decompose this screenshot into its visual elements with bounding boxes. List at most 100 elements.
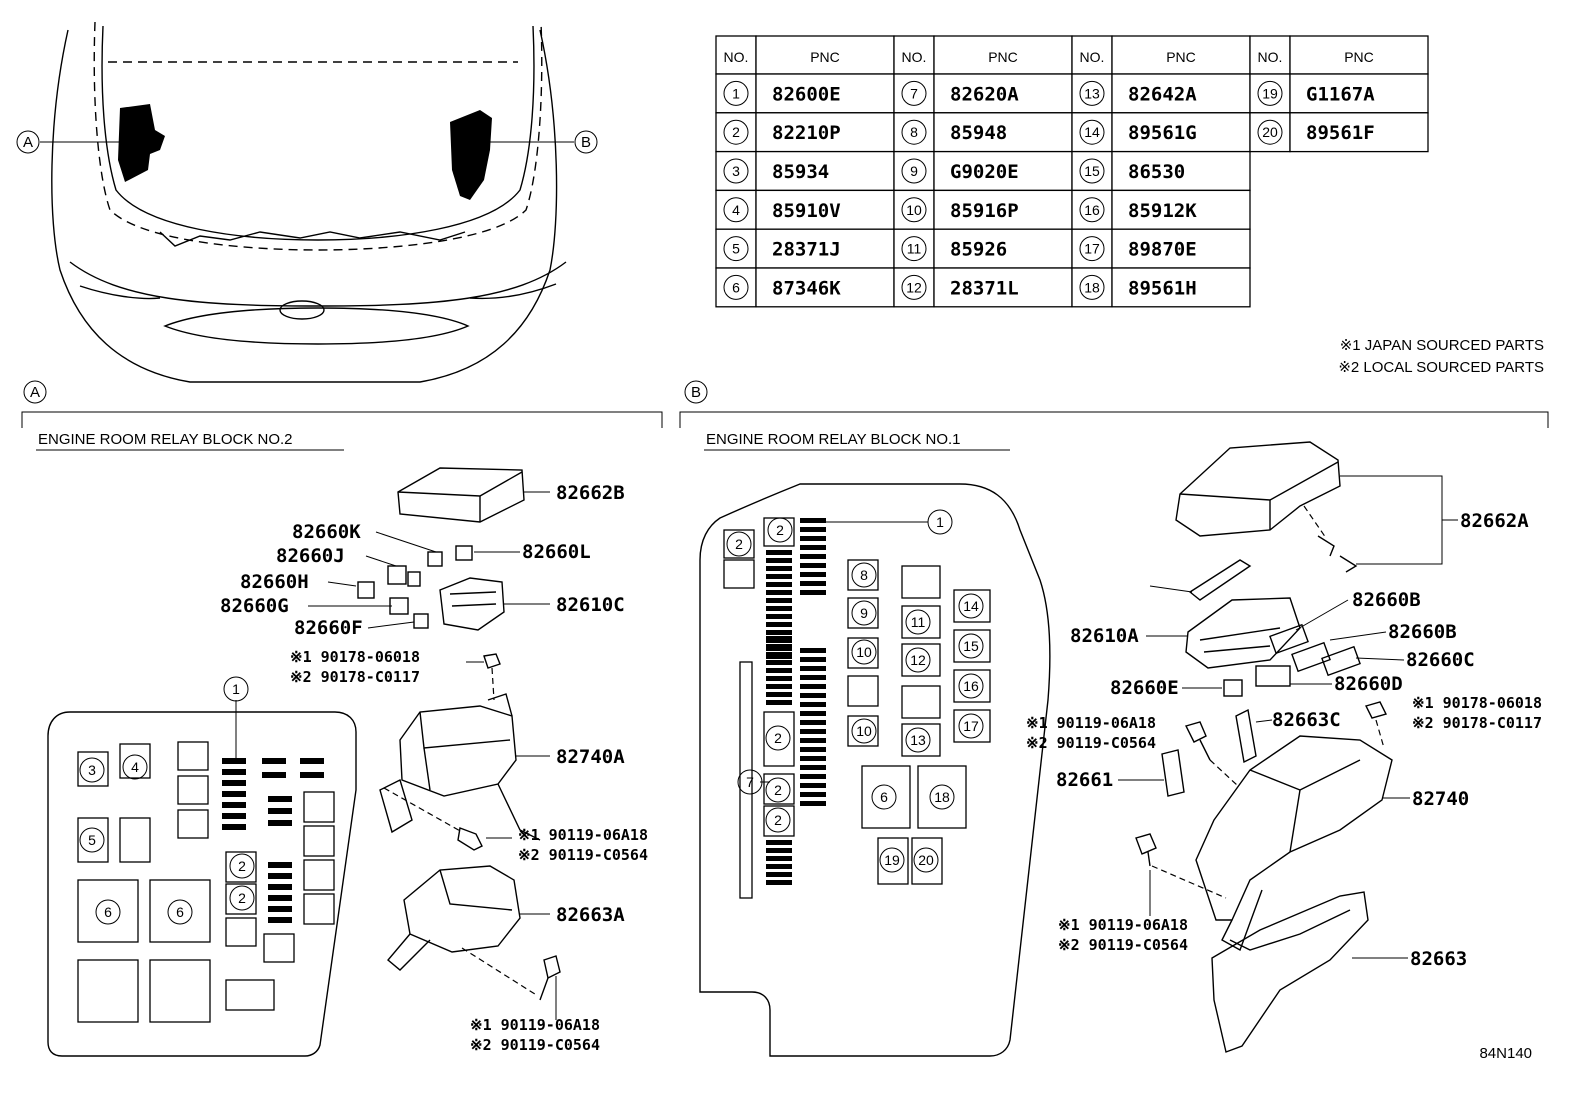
fuse-label: 3 <box>79 757 105 783</box>
svg-text:B: B <box>691 384 701 401</box>
header-no: NO. <box>1080 49 1105 65</box>
fuse-bar <box>766 660 792 665</box>
svg-text:2: 2 <box>776 522 784 538</box>
row-no: 10 <box>906 202 922 218</box>
svg-text:6: 6 <box>104 904 112 920</box>
svg-text:11: 11 <box>911 614 926 630</box>
fuse-bar <box>766 636 792 641</box>
table-header-2: NO.PNC <box>893 35 1073 75</box>
row-no: 20 <box>1262 124 1278 140</box>
svg-text:1: 1 <box>936 514 944 530</box>
fuse-bar <box>300 758 324 764</box>
fuse-bar <box>268 917 292 923</box>
svg-text:2: 2 <box>774 782 782 798</box>
fuse-label: 8 <box>851 562 877 588</box>
fuse-label: 6 <box>871 784 897 810</box>
section-a-bracket <box>21 411 663 428</box>
row-pnc: 85934 <box>772 161 829 183</box>
pnc-82663: 82663 <box>1410 948 1467 970</box>
fuse-label: 1 <box>223 676 249 702</box>
row-no: 6 <box>732 279 740 295</box>
row-pnc: 82642A <box>1128 83 1197 105</box>
fuse-label: 6 <box>167 899 193 925</box>
fuse-bar <box>766 652 792 657</box>
fuse-bar <box>766 880 792 885</box>
svg-text:10: 10 <box>856 723 872 739</box>
row-pnc: 89870E <box>1128 239 1197 261</box>
svg-text:2: 2 <box>238 858 246 874</box>
fuse-bar <box>268 873 292 879</box>
row-pnc: 85912K <box>1128 200 1197 222</box>
fuse-label: 11 <box>905 609 931 635</box>
pnc-82660l: 82660L <box>522 541 591 563</box>
fuse-bar <box>800 554 826 559</box>
bolt-a2-local: ※2 90119-C0564 <box>470 1036 600 1054</box>
fuse-label: 15 <box>958 633 984 659</box>
svg-text:A: A <box>23 134 33 151</box>
fuse-label: 2 <box>726 531 752 557</box>
row-pnc: 82600E <box>772 83 841 105</box>
table-row: 7 82620A <box>893 73 1073 114</box>
fuse-bar <box>766 574 792 579</box>
marker-a-top: A <box>16 130 40 154</box>
fuse-bar <box>800 774 826 779</box>
fuse-label: 2 <box>229 853 255 879</box>
fuse-bar <box>800 536 826 541</box>
row-no: 18 <box>1084 279 1100 295</box>
fuse-bar <box>800 756 826 761</box>
svg-text:6: 6 <box>880 789 888 805</box>
row-no: 15 <box>1084 163 1100 179</box>
fuse-bar <box>222 758 246 764</box>
row-no: 5 <box>732 241 740 257</box>
nut-a-japan: ※1 90178-06018 <box>290 648 420 666</box>
pnc-82662b: 82662B <box>556 482 625 504</box>
row-no: 1 <box>732 85 740 101</box>
fuse-label: 9 <box>851 600 877 626</box>
bolt-a1-local: ※2 90119-C0564 <box>518 846 648 864</box>
header-pnc: PNC <box>1166 49 1196 65</box>
svg-text:2: 2 <box>774 730 782 746</box>
marker-b-top: B <box>574 130 598 154</box>
fuse-bar <box>800 590 826 595</box>
row-pnc: 28371J <box>772 239 841 261</box>
pnc-82663c: 82663C <box>1272 709 1341 731</box>
row-no: 7 <box>910 85 918 101</box>
bolt-b1-local: ※2 90119-C0564 <box>1026 734 1156 752</box>
pnc-82740: 82740 <box>1412 788 1469 810</box>
bolt-b1-japan: ※1 90119-06A18 <box>1026 714 1156 732</box>
fuse-panel-a <box>47 700 357 1057</box>
fuse-bar <box>222 813 246 819</box>
row-no: 4 <box>732 202 740 218</box>
svg-text:A: A <box>30 384 40 401</box>
pnc-82663a: 82663A <box>556 904 625 926</box>
fuse-bar <box>800 563 826 568</box>
svg-text:3: 3 <box>88 762 96 778</box>
fuse-bar <box>766 614 792 619</box>
fuse-bar <box>800 581 826 586</box>
fuse-bar <box>800 693 826 698</box>
fuse-bar <box>262 758 286 764</box>
fuse-label: 2 <box>765 807 791 833</box>
table-header-3: NO. PNC <box>1071 35 1251 75</box>
fuse-bar <box>800 545 826 550</box>
fuse-label: 5 <box>79 827 105 853</box>
fuse-bar <box>766 558 792 563</box>
fuse-bar <box>268 808 292 814</box>
fuse-label: 19 <box>879 847 905 873</box>
section-b-title: ENGINE ROOM RELAY BLOCK NO.1 <box>706 431 961 448</box>
fuse-label: 10 <box>851 639 877 665</box>
diagram-code: 84N140 <box>1479 1045 1532 1062</box>
svg-text:B: B <box>581 134 591 151</box>
row-pnc: 82620A <box>950 83 1019 105</box>
